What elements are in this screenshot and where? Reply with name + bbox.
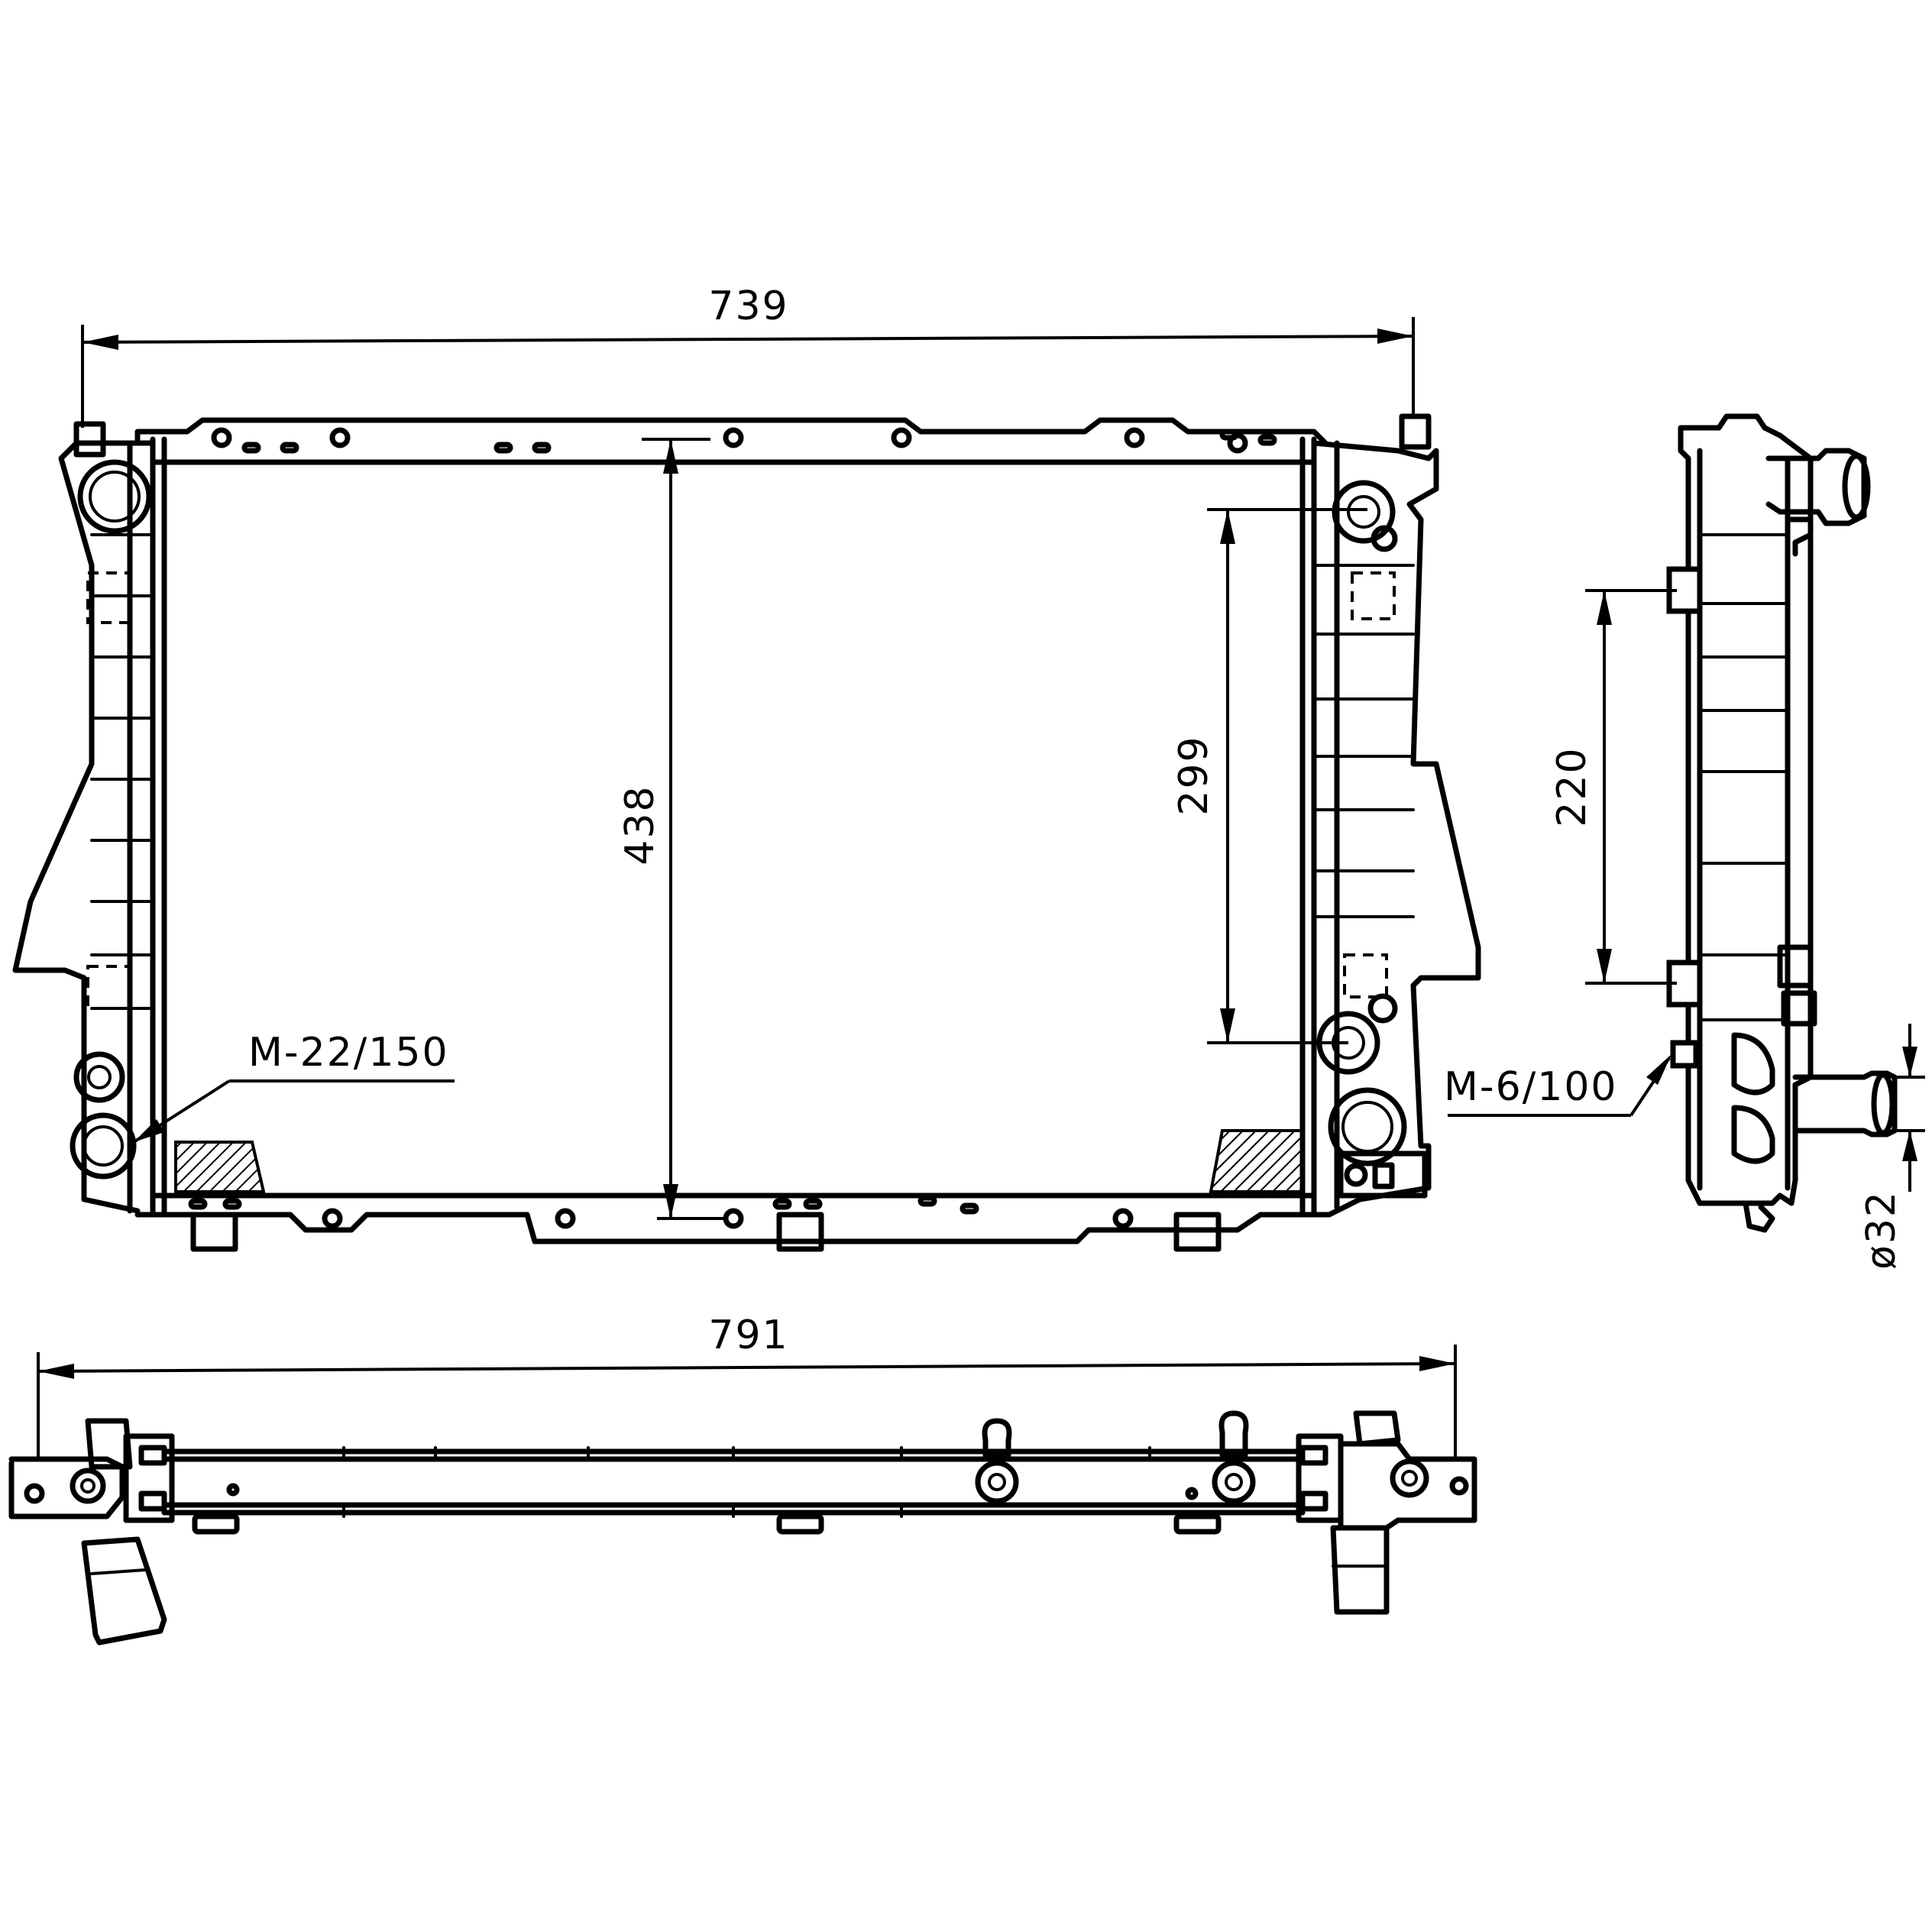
right-tank-ribs — [1312, 564, 1415, 918]
bracket — [776, 1212, 824, 1252]
dim-label-299: 299 — [1171, 735, 1217, 815]
callout-label-m22: M-22/150 — [248, 1030, 449, 1076]
dim-label-791: 791 — [708, 1312, 788, 1358]
top-mounting-holes — [211, 427, 1277, 454]
dim-label-32: ø32 — [1859, 1190, 1904, 1270]
dimension-32: ø32 — [1859, 1024, 1925, 1270]
side-tank-ribs — [1698, 533, 1789, 1021]
dim-label-739: 739 — [708, 283, 788, 329]
bottom-mounting-holes — [188, 1195, 1134, 1229]
left-inlet-pipe — [77, 459, 152, 534]
dimension-739: 739 — [81, 283, 1415, 428]
dim-label-220: 220 — [1549, 746, 1595, 827]
callout-label-m6: M-6/100 — [1444, 1064, 1617, 1110]
right-upper-outlet-icon — [1332, 480, 1396, 544]
dimension-220: 220 — [1549, 589, 1677, 985]
callout-drain-fitting: M-22/150 — [132, 1030, 455, 1144]
callout-sensor-fitting: M-6/100 — [1444, 1054, 1671, 1117]
dimension-791: 791 — [37, 1312, 1457, 1459]
left-sensor-icon — [73, 1051, 125, 1103]
bottom-view — [8, 1410, 1477, 1646]
dimension-438: 438 — [617, 438, 726, 1220]
filler-neck-icon — [1328, 1087, 1407, 1167]
dim-label-438: 438 — [617, 785, 663, 865]
drain-plug-icon — [70, 1112, 137, 1180]
side-view — [1666, 413, 1898, 1233]
dimension-299: 299 — [1171, 508, 1367, 1044]
front-view — [12, 413, 1481, 1252]
bracket — [190, 1212, 238, 1252]
left-tank-ribs — [90, 533, 154, 1010]
sensor-port — [1670, 1040, 1699, 1069]
bracket — [1173, 1212, 1222, 1252]
bottom-view-ticks — [226, 1446, 1199, 1518]
